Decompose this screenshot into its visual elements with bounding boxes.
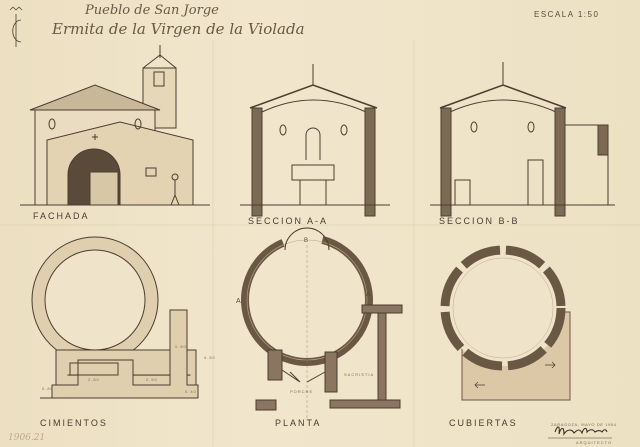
dimension: 0.80	[42, 386, 54, 391]
dimension: 2.80	[88, 377, 100, 382]
fachada-drawing	[20, 45, 210, 206]
label-cubiertas: CUBIERTAS	[449, 418, 518, 428]
architect-role: ARQUITECTO	[576, 440, 613, 445]
scale-label: ESCALA 1:50	[534, 10, 600, 19]
cut-mark-left: A	[236, 298, 241, 305]
dimension: 0.40	[185, 389, 197, 394]
cut-mark-right: A	[366, 291, 371, 298]
dimension: 4.80	[204, 355, 216, 360]
label-sacristia: SACRISTIA	[344, 372, 375, 377]
logo-icon	[9, 6, 23, 47]
drawing-title: Ermita de la Virgen de la Violada	[52, 20, 305, 38]
label-cimientos: CIMIENTOS	[40, 418, 108, 428]
dimension: 2.50	[146, 377, 158, 382]
label-planta: PLANTA	[275, 418, 322, 428]
cubiertas-drawing	[440, 245, 571, 401]
archive-number: 1906.21	[8, 433, 46, 443]
label-seccion-bb: SECCION B-B	[439, 216, 520, 226]
place-date: ZARAGOZA, MAYO DE 1954	[551, 422, 617, 427]
label-fachada: FACHADA	[33, 211, 90, 221]
label-porche: PORCHE	[290, 389, 314, 394]
planta-drawing	[241, 227, 403, 420]
dimension: 0.80	[175, 344, 187, 349]
seccion-bb-drawing	[430, 62, 615, 217]
cut-mark-top: B	[304, 238, 309, 244]
label-seccion-aa: SECCION A-A	[248, 216, 329, 226]
town-name: Pueblo de San Jorge	[85, 3, 219, 18]
seccion-aa-drawing	[240, 64, 390, 217]
signature	[548, 426, 612, 439]
cimientos-drawing	[31, 236, 199, 399]
